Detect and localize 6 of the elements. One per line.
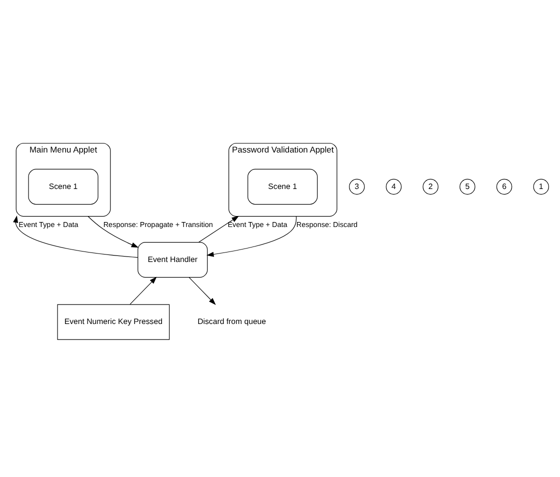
arrow <box>188 276 216 304</box>
arrow <box>206 216 297 256</box>
arrow <box>130 276 157 304</box>
arrow <box>88 216 139 248</box>
arrow <box>198 215 239 242</box>
arrow <box>13 214 138 258</box>
